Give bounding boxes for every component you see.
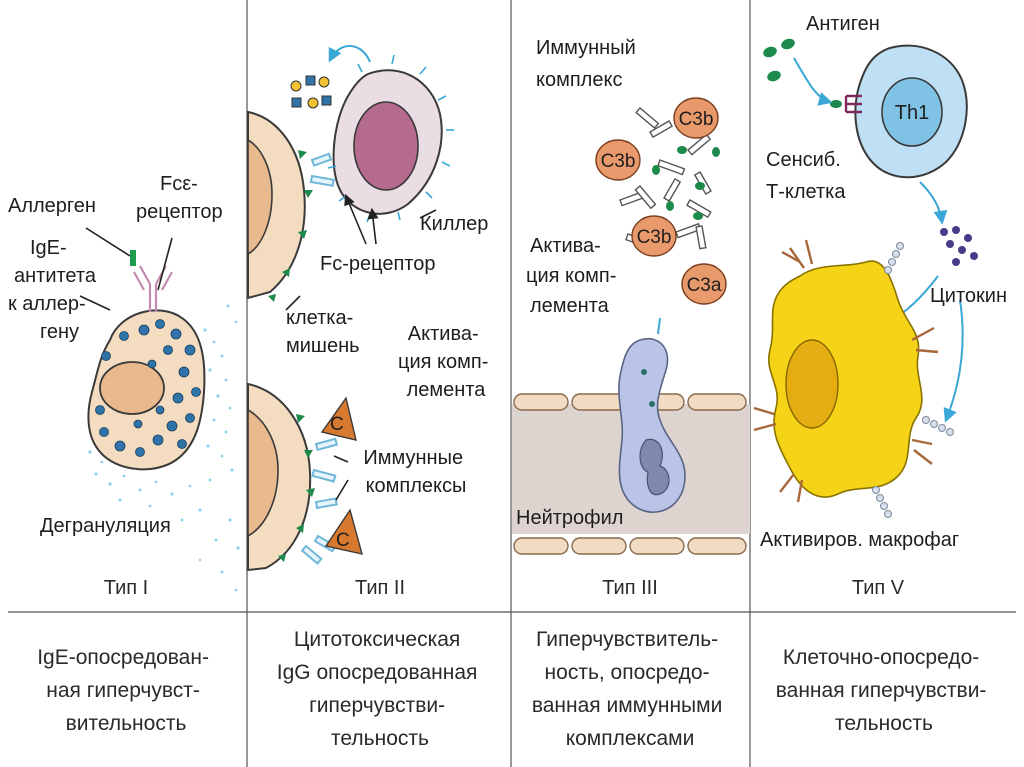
antigen-label: Антиген <box>806 13 880 35</box>
target-cell-upper-nucleus <box>247 138 273 256</box>
ige-antibody-label: IgE- антитета к аллер- гену <box>8 237 102 343</box>
type-2-caption: Тип II <box>355 577 405 599</box>
killer-label: Киллер <box>420 213 488 235</box>
svg-text:C: C <box>330 414 344 435</box>
panel-type-2: C C Киллер Fc-рецептор клетка- мишень Ак… <box>247 45 494 750</box>
cytokine-label: Цитокин <box>930 285 1007 307</box>
mast-cell-nucleus <box>99 361 165 415</box>
neutrophil-nucleus <box>639 438 670 496</box>
panel-type-1: Аллерген Fcε- рецептор IgE- антитета к а… <box>8 173 240 735</box>
sensitized-t-cell-label: Сенсиб. Т-клетка <box>766 149 846 203</box>
killer-cell-nucleus <box>353 101 419 191</box>
th1-label: Th1 <box>895 102 929 124</box>
type-5-description: Клеточно-опосредо- ванная гиперчувстви- … <box>776 646 993 735</box>
th1-nucleus <box>881 77 943 147</box>
complement-triangles: C C <box>320 396 363 555</box>
type-3-caption: Тип III <box>602 577 658 599</box>
complement-activation-label-2: Актива- ция комп- лемента <box>398 323 494 401</box>
ige-antibody <box>133 265 173 312</box>
degranulation-label: Дегрануляция <box>40 515 171 537</box>
complement-activation-label-3: Актива- ция комп- лемента <box>526 235 622 317</box>
antigen-particles <box>763 38 842 108</box>
type-1-description: IgE-опосредован- ная гиперчувст- вительн… <box>37 646 215 735</box>
macrophage-receptors <box>753 239 939 503</box>
granule-particles <box>290 75 332 109</box>
type-3-description: Гиперчувствитель- ность, опосредо- ванна… <box>532 628 728 750</box>
antigen-markers <box>268 150 315 562</box>
svg-text:C3b: C3b <box>601 151 636 172</box>
panel-type-3: C3b C3b C3b C3a Иммунный комплекс Актива… <box>512 37 750 750</box>
immune-complex-label: Иммунный комплекс <box>536 37 641 91</box>
degranulation-spray <box>88 304 240 592</box>
complement-c3b-c3a: C3b C3b C3b C3a <box>595 97 727 305</box>
type-2-description: Цитотоксическая IgG опосредованная гипер… <box>277 628 483 750</box>
target-cell-lower-nucleus <box>247 408 279 538</box>
macrophage-nucleus <box>785 339 839 429</box>
endothelium-lower <box>513 537 747 555</box>
allergen-icon <box>130 250 136 266</box>
type-5-caption: Тип V <box>852 577 905 599</box>
cytokine-chains <box>872 242 954 518</box>
type-1-caption: Тип I <box>104 577 148 599</box>
svg-text:C: C <box>336 530 350 551</box>
svg-text:C3b: C3b <box>679 109 714 130</box>
macrophage-label: Активиров. макрофаг <box>760 529 959 551</box>
svg-text:C3b: C3b <box>637 227 672 248</box>
neutrophil-label: Нейтрофил <box>516 507 623 529</box>
fc-receptor-label: Fc-рецептор <box>320 253 436 275</box>
neutrophil-cell <box>618 337 686 514</box>
panel-type-5: Th1 Антиген Сенсиб. <box>753 13 1007 735</box>
killer-cell-villi <box>327 54 454 223</box>
svg-text:C3a: C3a <box>687 275 722 296</box>
immune-complexes-label: Иммунные комплексы <box>363 447 468 497</box>
t-cell-receptor <box>844 94 862 114</box>
allergen-label: Аллерген <box>8 195 96 217</box>
cytokine-dots <box>940 226 978 266</box>
fc-epsilon-receptor-label: Fcε- рецептор <box>136 173 223 223</box>
granules <box>95 319 201 457</box>
target-cell-label: клетка- мишень <box>286 307 360 357</box>
